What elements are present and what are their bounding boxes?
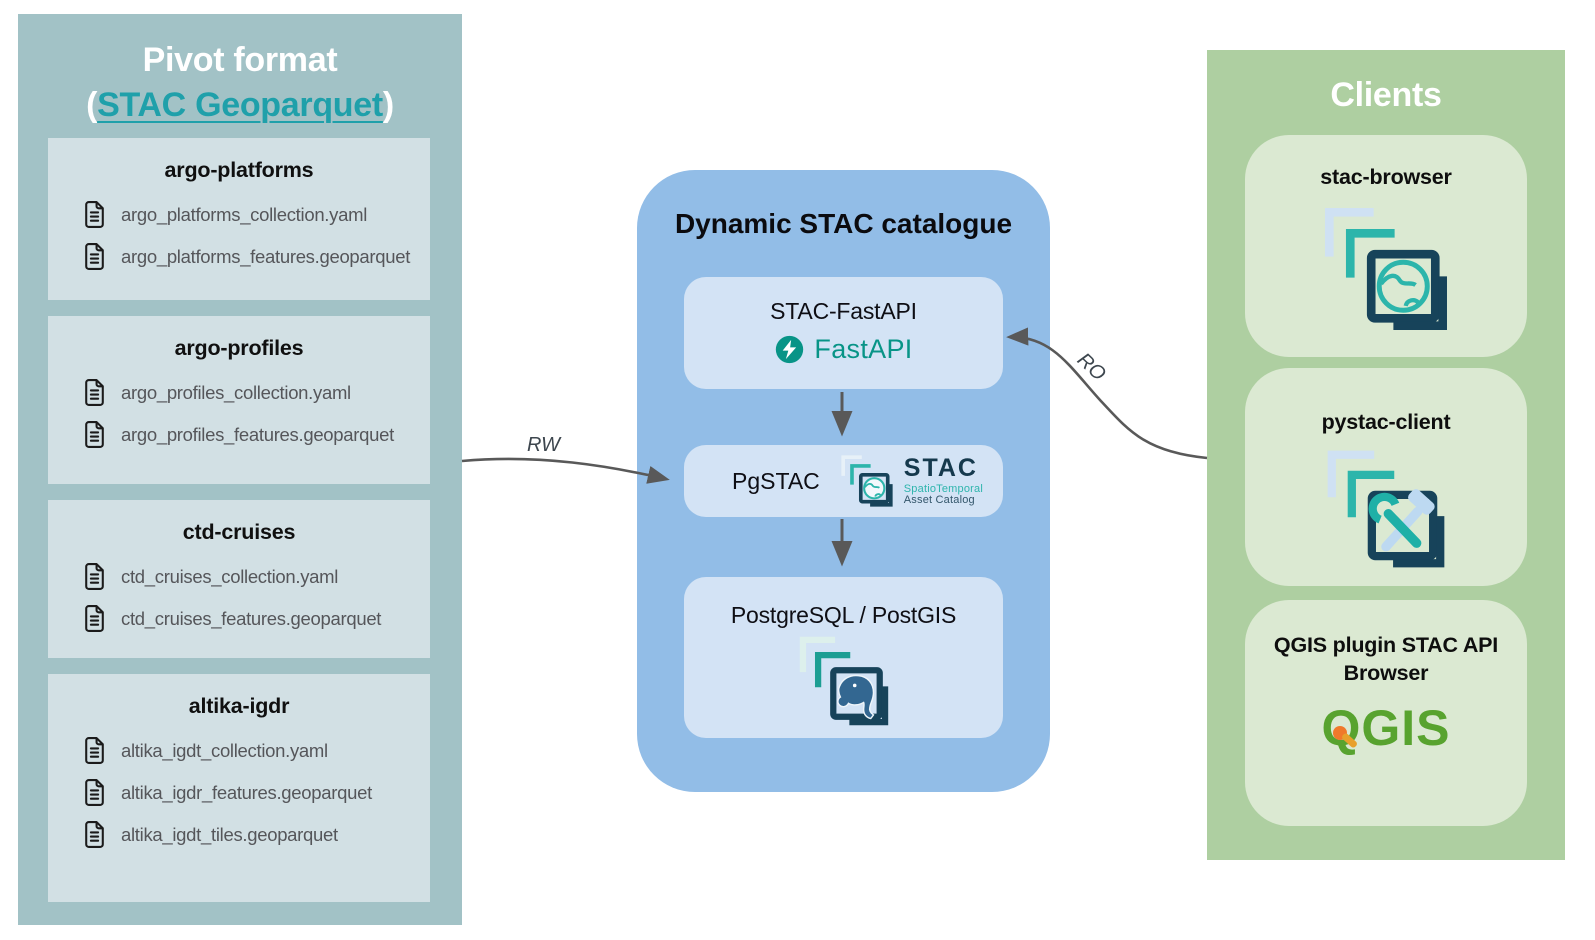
stac-browser-logo (1245, 200, 1527, 343)
file-item: argo_profiles_collection.yaml (82, 378, 430, 407)
ro-arrow-label: RO (1072, 348, 1110, 386)
stac-logo-title: STAC (903, 454, 978, 483)
qgis-plugin-label: QGIS plugin STAC API Browser (1273, 633, 1499, 685)
file-name: argo_platforms_collection.yaml (121, 203, 368, 225)
postgresql-postgis-box: PostgreSQL / PostGIS (684, 577, 1003, 738)
collection-box-argo-profiles: argo-profiles argo_profiles_collection.y… (48, 316, 430, 484)
file-name: altika_igdt_tiles.geoparquet (121, 823, 338, 845)
pystac-client-logo (1245, 443, 1527, 580)
document-icon (85, 563, 104, 590)
stac-logo-subtitle2: Asset Catalog (903, 494, 975, 507)
stac-logo-subtitle1: SpatioTemporal (903, 482, 983, 495)
file-item: argo_platforms_features.geoparquet (82, 242, 430, 271)
dynamic-stac-catalogue-panel: Dynamic STAC catalogue STAC-FastAPI Fast… (637, 170, 1050, 792)
file-name: ctd_cruises_features.geoparquet (121, 607, 382, 629)
postgresql-label: PostgreSQL / PostGIS (730, 602, 957, 628)
pivot-format-panel: Pivot format (STAC Geoparquet) argo-plat… (18, 14, 462, 925)
stac-logo: STAC SpatioTemporal Asset Catalog (838, 452, 983, 510)
file-item: ctd_cruises_features.geoparquet (82, 604, 430, 633)
file-name: argo_profiles_collection.yaml (121, 381, 351, 403)
rw-arrow (461, 457, 670, 484)
postgresql-logo (684, 631, 1003, 736)
collection-title: argo-platforms (164, 158, 314, 182)
file-item: altika_igdt_collection.yaml (82, 736, 430, 765)
stac-wordmark: STAC SpatioTemporal Asset Catalog (904, 455, 983, 506)
document-icon (85, 201, 104, 228)
collection-box-altika-igdr: altika-igdr altika_igdt_collection.yaml … (48, 674, 430, 902)
file-list: argo_profiles_collection.yaml argo_profi… (48, 378, 430, 449)
fastapi-logo: FastAPI (684, 334, 1003, 365)
document-icon (85, 779, 104, 806)
stac-geoparquet-link[interactable]: STAC Geoparquet (97, 85, 383, 124)
file-item: altika_igdt_tiles.geoparquet (82, 820, 430, 849)
stac-layers-tools-icon (1327, 450, 1445, 568)
file-name: altika_igdr_features.geoparquet (121, 781, 372, 803)
pystac-client-box: pystac-client (1245, 368, 1527, 586)
document-icon (85, 421, 104, 448)
stac-fastapi-box: STAC-FastAPI FastAPI (684, 277, 1003, 389)
file-name: altika_igdt_collection.yaml (121, 739, 328, 761)
stac-browser-label: stac-browser (1320, 165, 1452, 189)
subtitle-prefix: ( (86, 85, 98, 124)
rw-arrow-label: RW (527, 434, 560, 456)
file-list: argo_platforms_collection.yaml argo_plat… (48, 200, 430, 271)
collection-title: argo-profiles (174, 336, 304, 360)
catalogue-title: Dynamic STAC catalogue (674, 208, 1013, 239)
postgresql-elephant-icon (799, 636, 888, 726)
clients-title: Clients (1330, 76, 1442, 114)
file-name: argo_platforms_features.geoparquet (121, 245, 411, 267)
file-item: argo_platforms_collection.yaml (82, 200, 430, 229)
stac-layers-globe-icon (841, 455, 893, 507)
clients-panel: Clients stac-browser pystac-client (1207, 50, 1565, 860)
document-icon (85, 379, 104, 406)
subtitle-suffix: ) (382, 85, 394, 124)
qgis-logo: QGIS (1245, 701, 1527, 756)
stac-browser-box: stac-browser (1245, 135, 1527, 357)
stac-layers-globe-icon (1325, 208, 1447, 330)
file-name: ctd_cruises_collection.yaml (121, 565, 339, 587)
document-icon (85, 243, 104, 270)
collection-box-argo-platforms: argo-platforms argo_platforms_collection… (48, 138, 430, 300)
file-list: altika_igdt_collection.yaml altika_igdr_… (48, 736, 430, 849)
collection-title: altika-igdr (188, 694, 290, 718)
file-item: altika_igdr_features.geoparquet (82, 778, 430, 807)
fastapi-logo-text: FastAPI (814, 334, 913, 364)
document-icon (85, 605, 104, 632)
document-icon (85, 821, 104, 848)
file-item: argo_profiles_features.geoparquet (82, 420, 430, 449)
pivot-panel-title: Pivot format (STAC Geoparquet) (18, 14, 462, 128)
document-icon (85, 737, 104, 764)
pgstac-box: PgSTAC STAC SpatioTemporal Asset Catalog (684, 445, 1003, 517)
file-name: argo_profiles_features.geoparquet (121, 423, 394, 445)
fastapi-bolt-icon (776, 335, 804, 364)
collection-title: ctd-cruises (182, 520, 296, 544)
pystac-client-label: pystac-client (1321, 410, 1451, 434)
qgis-plugin-box: QGIS plugin STAC API Browser QGIS (1245, 600, 1527, 826)
stac-fastapi-label: STAC-FastAPI (770, 298, 917, 324)
pivot-title-line1: Pivot format (142, 41, 338, 79)
pgstac-label: PgSTAC (732, 467, 820, 494)
file-list: ctd_cruises_collection.yaml ctd_cruises_… (48, 562, 430, 633)
pivot-title-line2: (STAC Geoparquet) (18, 83, 462, 128)
collection-box-ctd-cruises: ctd-cruises ctd_cruises_collection.yaml … (48, 500, 430, 658)
file-item: ctd_cruises_collection.yaml (82, 562, 430, 591)
